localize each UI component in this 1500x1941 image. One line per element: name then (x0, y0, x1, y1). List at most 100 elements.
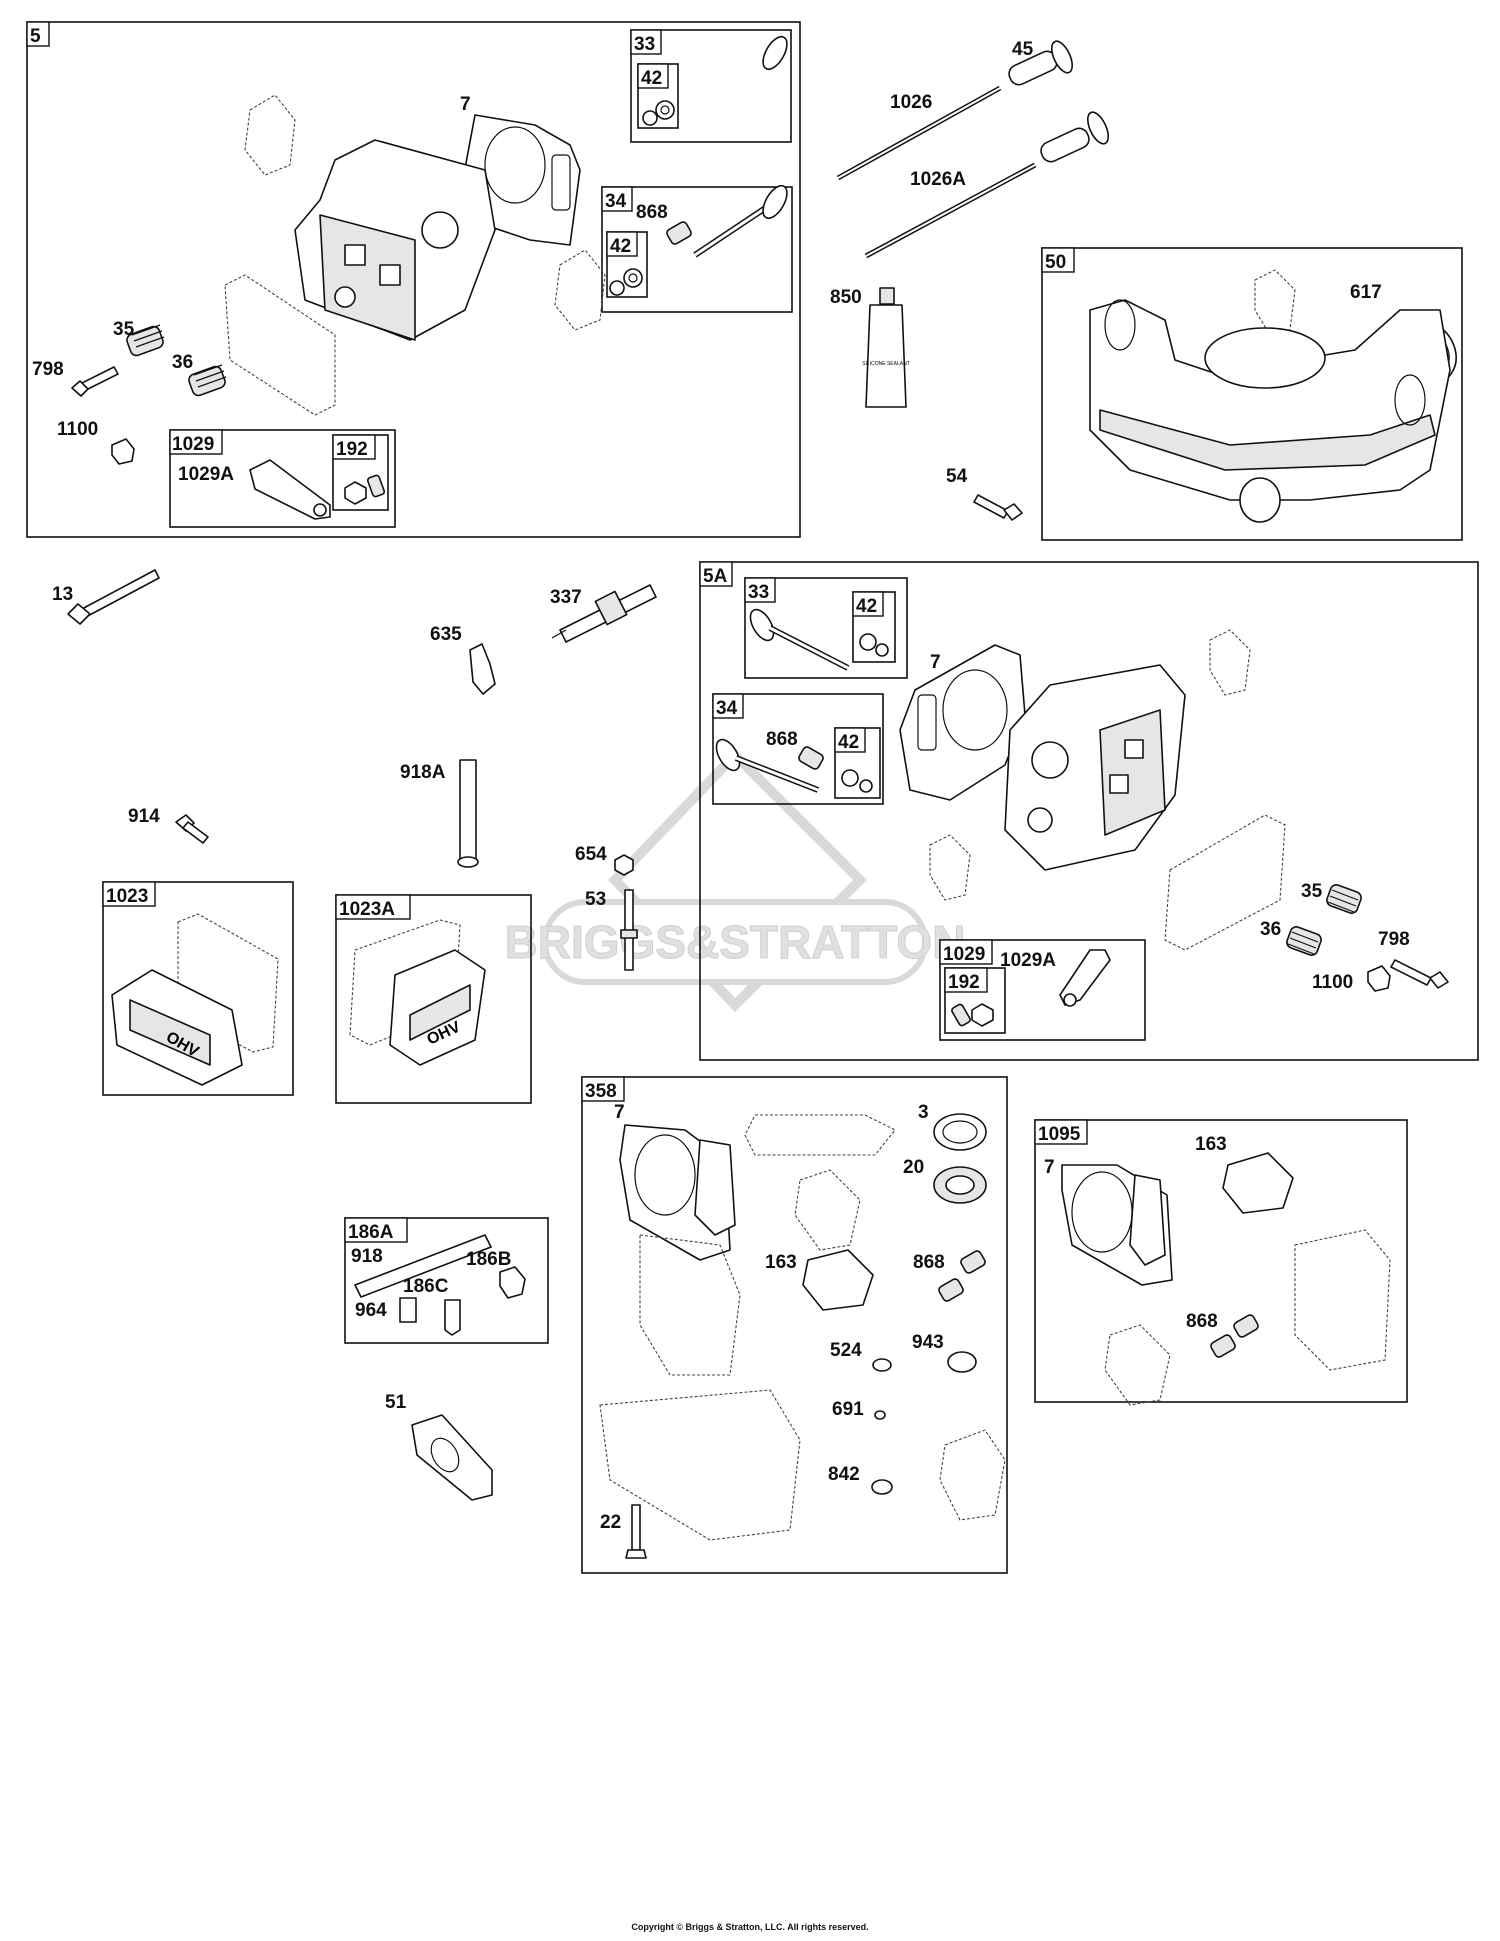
label-51: 51 (385, 1392, 407, 1413)
rocker-screw (366, 474, 386, 498)
oil-seal (933, 1113, 987, 1151)
gasket-outline (639, 1234, 741, 1376)
label-842: 842 (828, 1464, 860, 1485)
watermark-text: BRIGGS&STRATTON (505, 916, 966, 968)
copyright-notice: Copyright © Briggs & Stratton, LLC. All … (631, 1922, 869, 1932)
group-186A-tag: 186A (348, 1222, 394, 1243)
screw (973, 494, 1023, 521)
label-914: 914 (128, 806, 160, 827)
screw (175, 814, 209, 844)
breather-plug (399, 1297, 417, 1323)
group-1095-tag: 1095 (1038, 1124, 1081, 1145)
label-1100: 1100 (57, 419, 98, 440)
valve-seat (1233, 1314, 1259, 1338)
label-617: 617 (1350, 282, 1382, 303)
label-186B: 186B (466, 1249, 511, 1270)
label-1029A: 1029A (1000, 950, 1056, 971)
gasket-outline (1104, 1324, 1171, 1406)
stud (620, 889, 638, 971)
bolt (625, 1504, 647, 1559)
label-1026A: 1026A (910, 169, 966, 190)
valve-34 (715, 738, 873, 793)
label-868: 868 (766, 729, 798, 750)
gasket-outline (244, 94, 296, 176)
label-524: 524 (830, 1340, 862, 1361)
o-ring (874, 1410, 886, 1420)
group-42-tag: 42 (838, 732, 859, 753)
valve-seat (938, 1278, 964, 1302)
group-5A-tag: 5A (703, 566, 728, 587)
brand-watermark: BRIGGS&STRATTON (504, 747, 966, 1013)
oil-seal (933, 1166, 987, 1204)
gasket-outline (794, 1169, 861, 1251)
label-13: 13 (52, 584, 73, 605)
valve-seat (1210, 1334, 1236, 1358)
label-36: 36 (172, 352, 193, 373)
spark-plug (551, 584, 657, 643)
label-7: 7 (930, 652, 941, 673)
gasket-outline (939, 1429, 1006, 1521)
valve-spring (1286, 926, 1322, 956)
intake-manifold (1089, 299, 1451, 523)
group-186A: 186A 918 186B 186C 964 (344, 1217, 549, 1344)
group-1023A: 1023A OHV (335, 894, 532, 1104)
rocker-stud (71, 366, 119, 397)
label-868: 868 (636, 202, 668, 223)
rocker-stud (1390, 959, 1449, 989)
rocker-nut (971, 1003, 994, 1027)
label-186C: 186C (403, 1276, 449, 1297)
group-1029-tag: 1029 (943, 944, 985, 965)
group-34-tag: 34 (605, 191, 627, 212)
label-654: 654 (575, 844, 607, 865)
group-42-tag: 42 (641, 68, 662, 89)
dipstick-tube (457, 759, 479, 868)
group-33-tag: 33 (748, 582, 769, 603)
sealant-tube-text: SILICONE SEALANT (862, 361, 910, 367)
label-163: 163 (765, 1252, 797, 1273)
gasket-outline (744, 1114, 896, 1156)
group-5A: 5A 33 42 34 42 868 7 (699, 561, 1479, 1061)
label-868: 868 (913, 1252, 945, 1273)
label-868: 868 (1186, 1311, 1218, 1332)
rocker-arm (1059, 949, 1111, 1007)
label-7: 7 (1044, 1157, 1055, 1178)
group-1029-tag: 1029 (172, 434, 214, 455)
gasket (411, 1414, 493, 1501)
label-163: 163 (1195, 1134, 1227, 1155)
rocker-arm (249, 459, 331, 520)
group-5-tag: 5 (30, 26, 41, 47)
label-798: 798 (32, 359, 64, 380)
label-1100: 1100 (1312, 972, 1353, 993)
cylinder-head (294, 139, 496, 341)
label-35: 35 (1301, 881, 1323, 902)
label-54: 54 (946, 466, 968, 487)
label-45: 45 (1012, 39, 1034, 60)
group-42-tag: 42 (856, 596, 877, 617)
label-943: 943 (912, 1332, 944, 1353)
valve-seat (960, 1250, 986, 1274)
label-22: 22 (600, 1512, 621, 1533)
group-34-tag: 34 (716, 698, 738, 719)
group-192-tag: 192 (336, 439, 368, 460)
label-850: 850 (830, 287, 862, 308)
head-gasket (1061, 1164, 1173, 1286)
sealant-tube: SILICONE SEALANT (862, 287, 910, 408)
valve-34 (609, 184, 788, 296)
group-1023A-tag: 1023A (339, 899, 395, 920)
valve-spring (126, 324, 165, 357)
breather-fitting (499, 1266, 526, 1299)
gasket-outline (1294, 1229, 1391, 1371)
group-192-tag: 192 (948, 972, 980, 993)
valve-spring (1326, 884, 1362, 914)
label-691: 691 (832, 1399, 864, 1420)
o-ring (872, 1358, 892, 1372)
group-358-tag: 358 (585, 1081, 617, 1102)
group-1023: 1023 OHV (102, 881, 294, 1096)
gasket (802, 1249, 874, 1311)
label-798: 798 (1378, 929, 1410, 950)
label-1026: 1026 (890, 92, 932, 113)
group-1095: 1095 7 163 868 (1034, 1119, 1408, 1406)
valve-33 (642, 35, 788, 126)
spark-plug-boot (469, 643, 496, 695)
